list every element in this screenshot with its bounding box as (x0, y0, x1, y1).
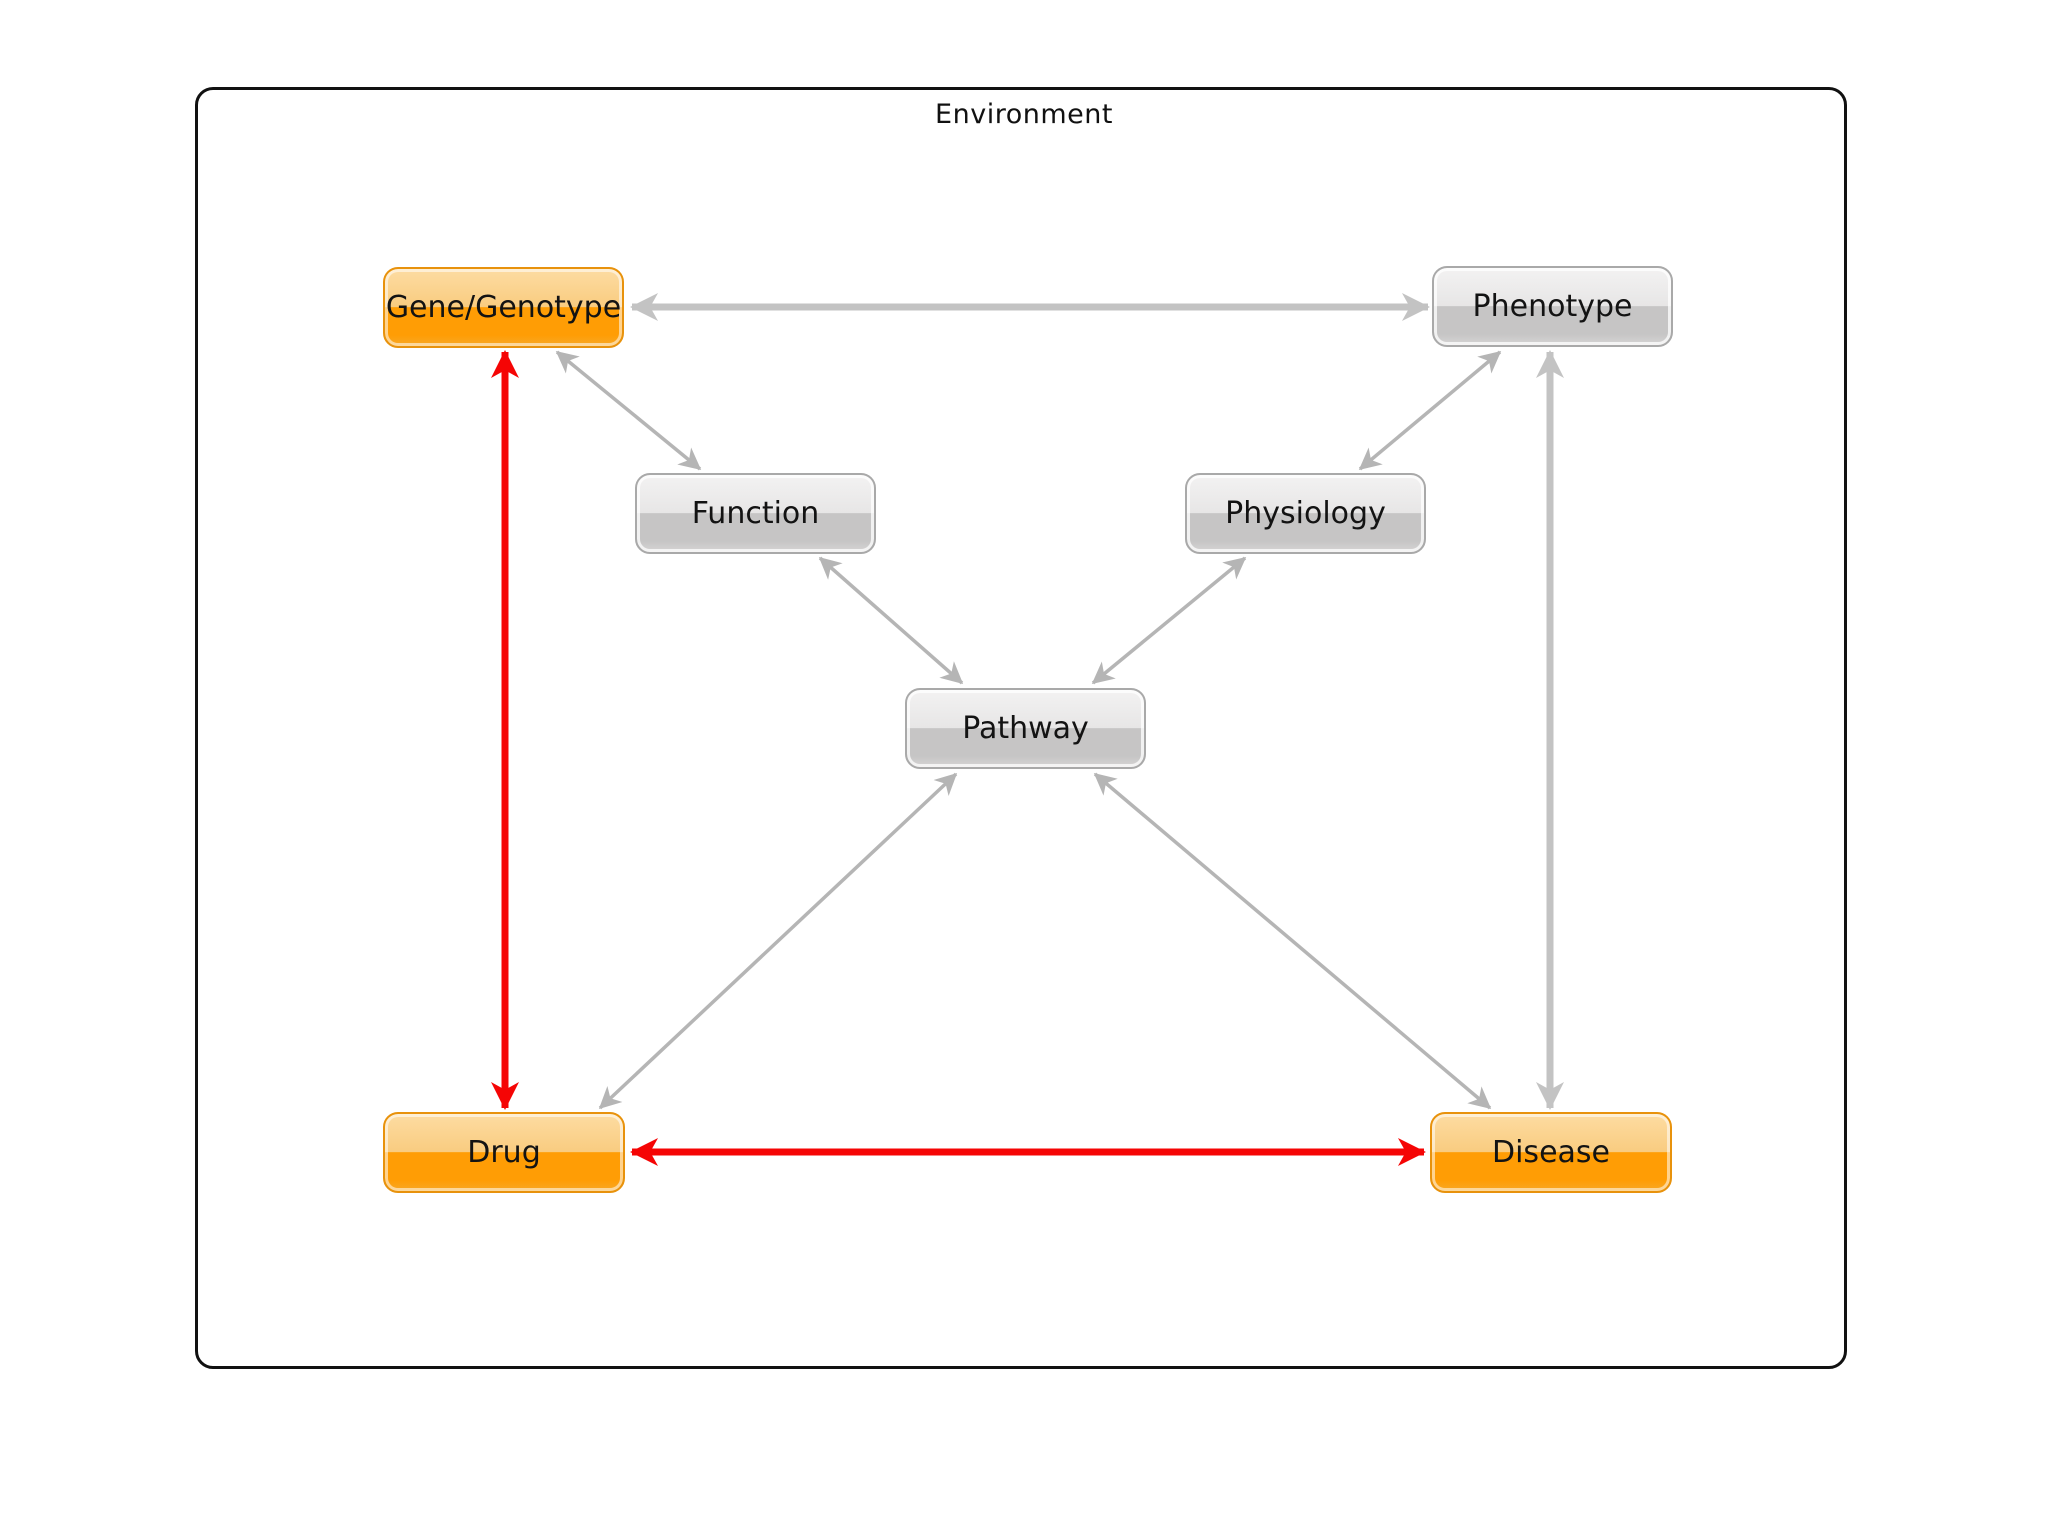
node-phenotype: Phenotype (1432, 266, 1673, 347)
edge-physiology-pathway (1091, 556, 1247, 685)
node-gene-genotype: Gene/Genotype (383, 267, 624, 348)
edge-function-pathway (818, 556, 964, 685)
edge-disease-pathway (1093, 772, 1492, 1110)
node-drug: Drug (383, 1112, 625, 1193)
node-physiology: Physiology (1185, 473, 1426, 554)
edge-phenotype-physiology (1358, 350, 1502, 471)
environment-label: Environment (935, 99, 1113, 130)
edge-drug-pathway (598, 772, 958, 1110)
edge-gene-function (555, 350, 702, 471)
node-pathway: Pathway (905, 688, 1146, 769)
node-function: Function (635, 473, 876, 554)
node-disease: Disease (1430, 1112, 1672, 1193)
